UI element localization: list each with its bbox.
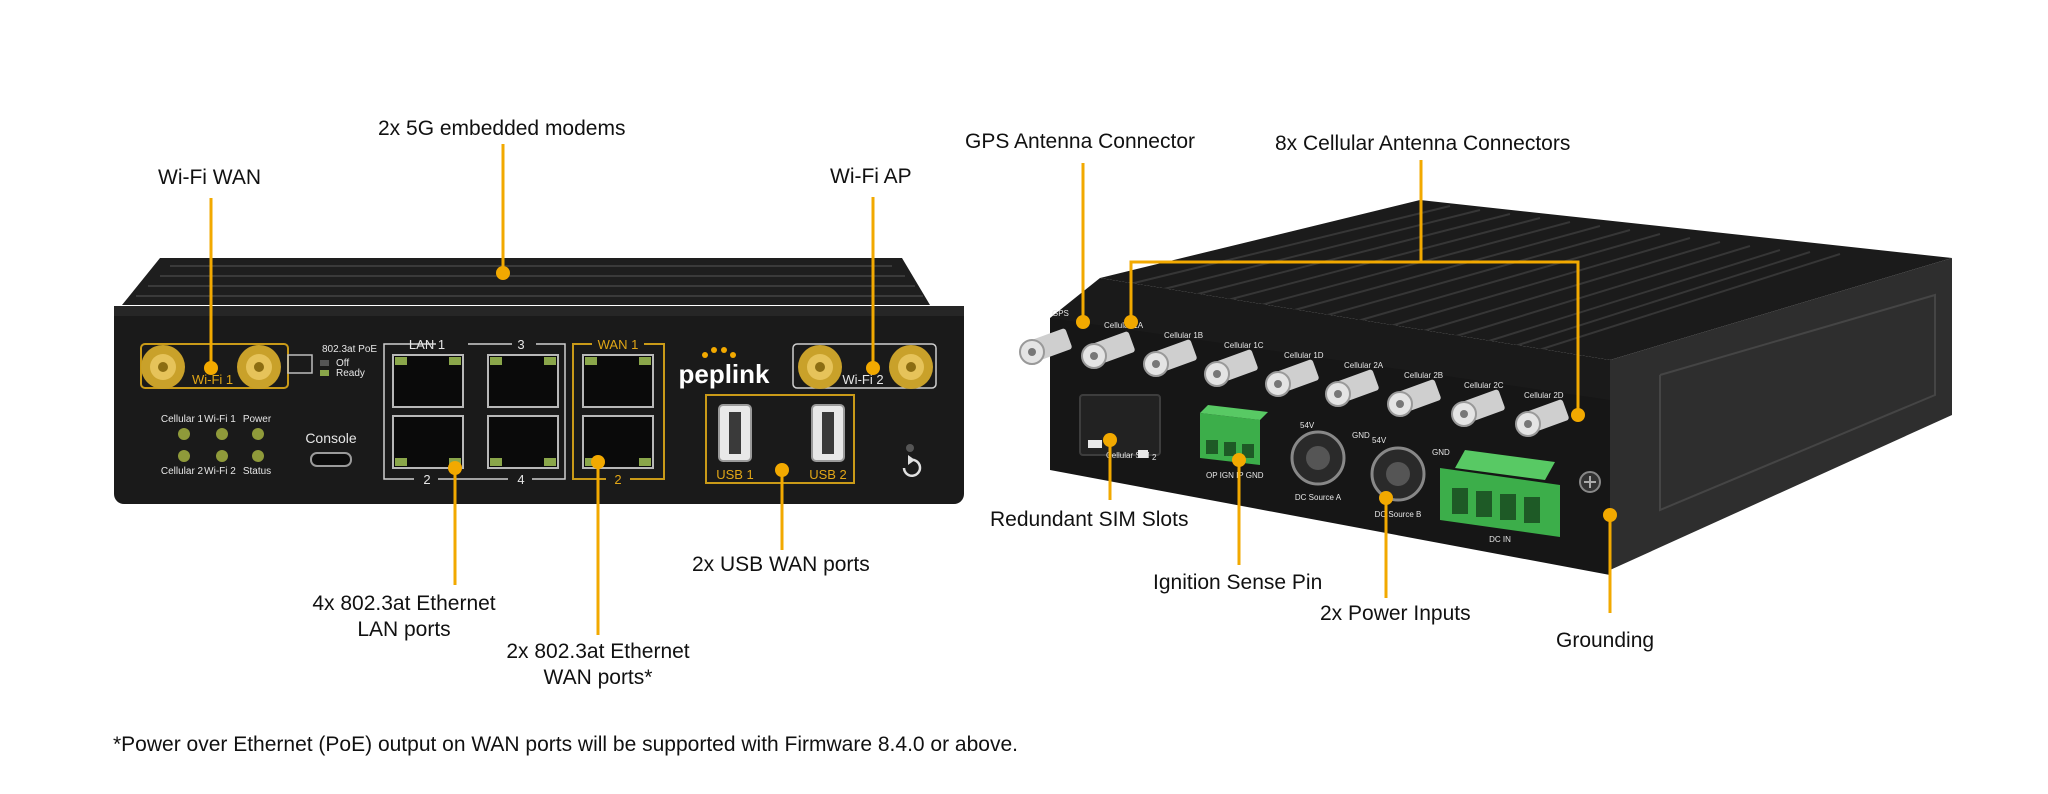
callout-gps: GPS Antenna Connector [965,130,1195,153]
cellular-connector-2c [1451,389,1505,427]
callout-wan-line2: WAN ports* [543,666,653,689]
leader-cellular [1129,260,1580,415]
reset-icon [902,455,922,477]
lan4-label: 4 [517,472,524,487]
sim-label: Cellular SIM [1106,451,1150,460]
usb2-label: USB 2 [809,467,847,482]
cellular-label-2a: Cellular 2A [1344,361,1384,370]
callout-lan-line1: 4x 802.3at Ethernet [312,592,496,615]
gps-connector [1019,328,1072,365]
wifi2-antenna-1 [798,345,842,389]
wifi1-antenna-1 [141,345,185,389]
dc-source-b-label: DC Source B [1375,510,1422,519]
lan3-label: 3 [517,337,524,352]
ignition-terminal [1200,405,1268,465]
callout-cellular: 8x Cellular Antenna Connectors [1275,132,1571,155]
cellular-connector-1a [1081,331,1135,369]
cellular-label-1a: Cellular 1A [1104,321,1144,330]
callout-lan-ports: 4x 802.3at Ethernet LAN ports [304,591,504,643]
cellular-label-1d: Cellular 1D [1284,351,1324,360]
callout-wan-ports: 2x 802.3at Ethernet WAN ports* [498,639,698,691]
dc-source-a-label: DC Source A [1295,493,1342,502]
gps-label: GPS [1052,309,1069,318]
callout-wifi-ap: Wi-Fi AP [830,165,912,188]
brand-name: peplink [678,359,770,389]
cellular-connector-1d [1265,359,1319,397]
ignition-pin-label: OP IGN IP GND [1206,471,1264,480]
cellular-connector-2a [1325,369,1379,407]
callout-ignition: Ignition Sense Pin [1153,571,1323,594]
lan2-label: 2 [423,472,430,487]
console-port [310,452,352,467]
cellular-connectors [1081,331,1569,437]
callout-wifi-wan: Wi-Fi WAN [158,166,262,189]
lan1-label: LAN 1 [409,337,445,352]
cellular-label-2c: Cellular 2C [1464,381,1504,390]
cellular-label-2d: Cellular 2D [1524,391,1564,400]
status-leds: Cellular 1 Wi-Fi 1 Power Cellular 2 Wi-F… [161,414,272,477]
dc-in-label: DC IN [1489,535,1511,544]
led-label-cellular2: Cellular 2 [161,466,204,477]
leader-lines [204,144,1617,635]
wan2-label: 2 [614,472,621,487]
dc-b-54v: 54V [1372,436,1387,445]
cellular-label-2b: Cellular 2B [1404,371,1443,380]
dc-a-gnd: GND [1352,431,1370,440]
wifi2-label: Wi-Fi 2 [842,372,883,387]
led-label-power: Power [243,414,272,425]
callout-sim: Redundant SIM Slots [990,508,1189,531]
rear-device: Cellular SIM 2 OP IGN IP GND 54V GND DC … [1019,200,1952,575]
poe-legend-off: Off [336,358,349,369]
poe-legend-title: 802.3at PoE [322,344,377,355]
cellular-label-1c: Cellular 1C [1224,341,1264,350]
callout-grounding: Grounding [1556,629,1655,652]
footnote: *Power over Ethernet (PoE) output on WAN… [113,733,1018,756]
dc-a-54v: 54V [1300,421,1315,430]
peplink-logo: peplink [678,347,770,389]
front-device: Wi-Fi 1 802.3at PoE Off Ready Cellular 1… [114,258,964,504]
wifi2-antenna-2 [889,345,933,389]
cellular-connector-1b [1143,339,1197,377]
callout-power: 2x Power Inputs [1320,602,1471,625]
console-label: Console [305,430,357,446]
callout-usb-wan: 2x USB WAN ports [692,553,870,576]
dc-b-gnd: GND [1432,448,1450,457]
wan1-label: WAN 1 [598,337,639,352]
callout-lan-line2: LAN ports [357,618,451,641]
wifi1-antenna-2 [237,345,281,389]
cellular-connector-1c [1204,349,1258,387]
cellular-connector-2b [1387,379,1441,417]
led-label-wifi1: Wi-Fi 1 [204,414,236,425]
dc-in-terminal [1440,450,1560,537]
usb1-label: USB 1 [716,467,754,482]
sim-number: 2 [1152,453,1157,462]
led-label-wifi2: Wi-Fi 2 [204,466,236,477]
led-label-cellular1: Cellular 1 [161,414,204,425]
callout-wan-line1: 2x 802.3at Ethernet [506,640,690,663]
cellular-connector-2d [1515,399,1569,437]
wifi1-label: Wi-Fi 1 [192,372,233,387]
callout-5g-modems: 2x 5G embedded modems [378,117,626,140]
cellular-label-1b: Cellular 1B [1164,331,1203,340]
poe-legend-ready: Ready [336,368,365,379]
led-label-status: Status [243,466,271,477]
